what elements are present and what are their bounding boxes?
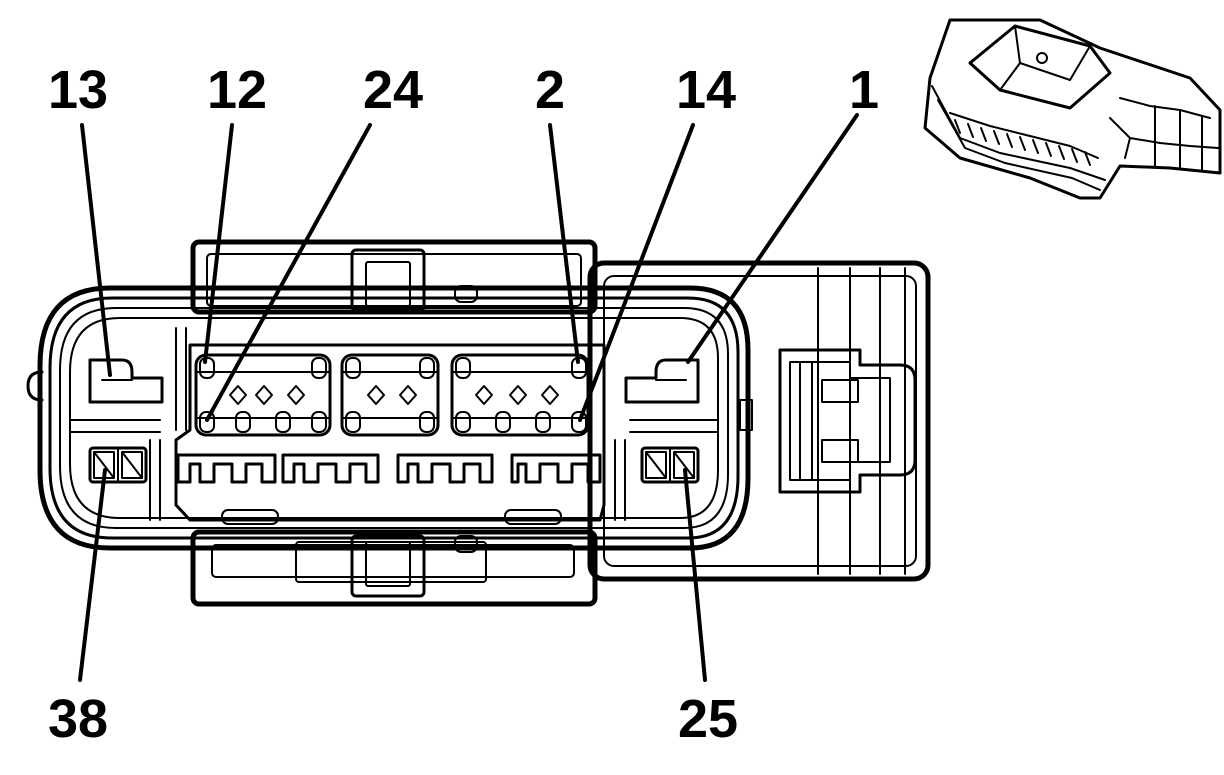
pin-label-24: 24 — [363, 60, 423, 120]
top-tab — [190, 239, 598, 315]
terminal-25 — [640, 446, 700, 484]
leader-38 — [78, 468, 107, 682]
bottom-terminal-row — [176, 453, 602, 484]
pin-label-13: 13 — [48, 60, 108, 120]
leader-13 — [80, 123, 112, 377]
leader-lines — [78, 113, 859, 682]
pin-number-labels: 13 12 24 2 14 1 38 25 — [48, 60, 879, 749]
leader-12 — [203, 123, 234, 364]
latch-mechanism — [739, 348, 917, 494]
connector-isometric-view — [923, 18, 1222, 200]
pin-label-12: 12 — [207, 60, 267, 120]
terminal-13 — [88, 358, 164, 404]
rear-housing — [587, 260, 931, 582]
leader-24 — [205, 123, 372, 422]
leader-1 — [686, 113, 859, 364]
pin-label-25: 25 — [678, 689, 738, 749]
bottom-tab — [190, 529, 598, 607]
pin-label-2: 2 — [535, 60, 565, 120]
terminal-38 — [88, 446, 148, 484]
terminal-1 — [624, 358, 700, 404]
leader-25 — [683, 468, 707, 682]
pin-label-38: 38 — [48, 689, 108, 749]
pin-label-14: 14 — [676, 60, 736, 120]
leader-14 — [578, 123, 695, 422]
pin-label-1: 1 — [849, 60, 879, 120]
outer-shell — [37, 285, 751, 551]
top-terminal-row — [194, 353, 590, 437]
connector-face — [26, 239, 931, 607]
leader-2 — [548, 123, 580, 364]
